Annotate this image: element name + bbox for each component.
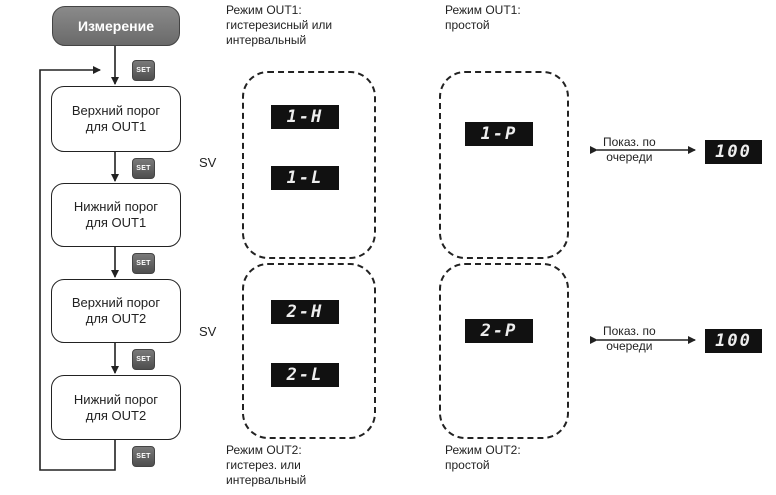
- set-button: SET: [132, 158, 155, 179]
- display-out1-high: 1-H: [271, 105, 339, 129]
- step-lower-out1: Нижний порог для OUT1: [51, 183, 181, 247]
- group-out2-hysteresis: [242, 263, 376, 439]
- display-out2-low: 2-L: [271, 363, 339, 387]
- header-out1-simple: Режим OUT1: простой: [445, 3, 521, 32]
- header-out2-simple: Режим OUT2: простой: [445, 443, 521, 472]
- set-button: SET: [132, 253, 155, 274]
- sv-label: SV: [199, 324, 217, 339]
- header-out1-hysteresis: Режим OUT1: гистерезисный или интервальн…: [226, 3, 333, 47]
- display-value: 100: [705, 329, 762, 353]
- group-out1-hysteresis: [242, 71, 376, 259]
- step-lower-out2: Нижний порог для OUT2: [51, 375, 181, 440]
- set-button: SET: [132, 446, 155, 467]
- set-button: SET: [132, 60, 155, 81]
- step-upper-out1: Верхний порог для OUT1: [51, 86, 181, 152]
- display-out1-low: 1-L: [271, 166, 339, 190]
- loop-back-line: [39, 66, 116, 471]
- sv-label: SV: [199, 155, 217, 170]
- group-out1-simple: [439, 71, 569, 259]
- alternate-label: Показ. по очереди: [603, 324, 656, 353]
- display-value: 100: [705, 140, 762, 164]
- display-out1-simple: 1-P: [465, 122, 533, 146]
- display-out2-simple: 2-P: [465, 319, 533, 343]
- header-out2-hysteresis: Режим OUT2: гистерез. или интервальный: [226, 443, 307, 487]
- display-out2-high: 2-H: [271, 300, 339, 324]
- measure-box: Измерение: [52, 6, 180, 46]
- step-upper-out2: Верхний порог для OUT2: [51, 279, 181, 343]
- set-button: SET: [132, 349, 155, 370]
- alternate-label: Показ. по очереди: [603, 135, 656, 164]
- group-out2-simple: [439, 263, 569, 439]
